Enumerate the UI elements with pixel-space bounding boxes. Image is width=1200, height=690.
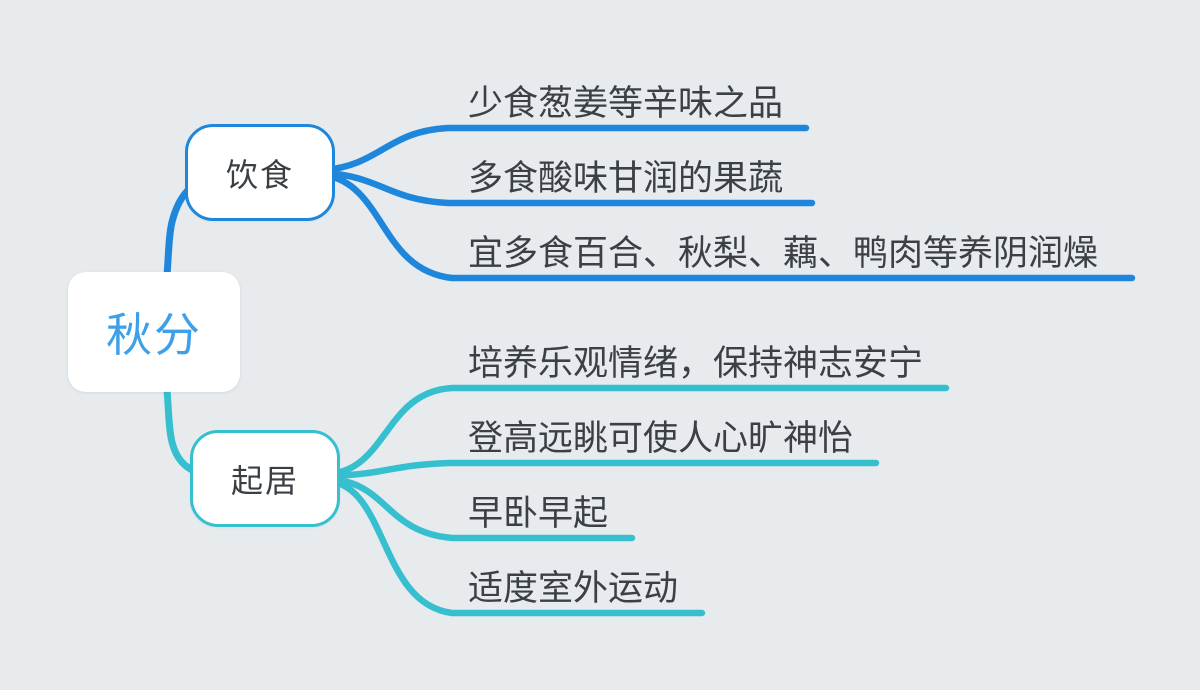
edge-living-child-1 (326, 384, 950, 478)
root-node-label: 秋分 (106, 308, 202, 362)
branch-node-living[interactable]: 起居 (190, 430, 340, 527)
edge-living-child-2 (326, 459, 880, 480)
edge-diet-child-1 (321, 124, 810, 174)
leaf-node-living-1[interactable]: 培养乐观情绪，保持神志安宁 (468, 344, 924, 384)
edge-living-child-3 (326, 475, 636, 542)
leaf-node-diet-3[interactable]: 宜多食百合、秋梨、藕、鸭肉等养阴润燥 (468, 234, 1099, 274)
branch-node-living-label: 起居 (230, 461, 299, 500)
leaf-node-living-4[interactable]: 适度室外运动 (468, 569, 679, 609)
leaf-node-diet-1[interactable]: 少食葱姜等辛味之品 (468, 84, 784, 124)
branch-node-diet-label: 饮食 (225, 155, 294, 194)
edge-diet-child-3 (321, 171, 1136, 282)
edge-diet-child-2 (321, 169, 816, 207)
leaf-node-living-2[interactable]: 登高远眺可使人心旷神怡 (468, 419, 854, 459)
branch-node-diet[interactable]: 饮食 (185, 124, 335, 221)
leaf-node-living-3[interactable]: 早卧早起 (468, 494, 609, 534)
leaf-node-diet-2[interactable]: 多食酸味甘润的果蔬 (468, 159, 784, 199)
root-node[interactable]: 秋分 (68, 272, 240, 392)
edge-living-child-4 (326, 477, 706, 617)
